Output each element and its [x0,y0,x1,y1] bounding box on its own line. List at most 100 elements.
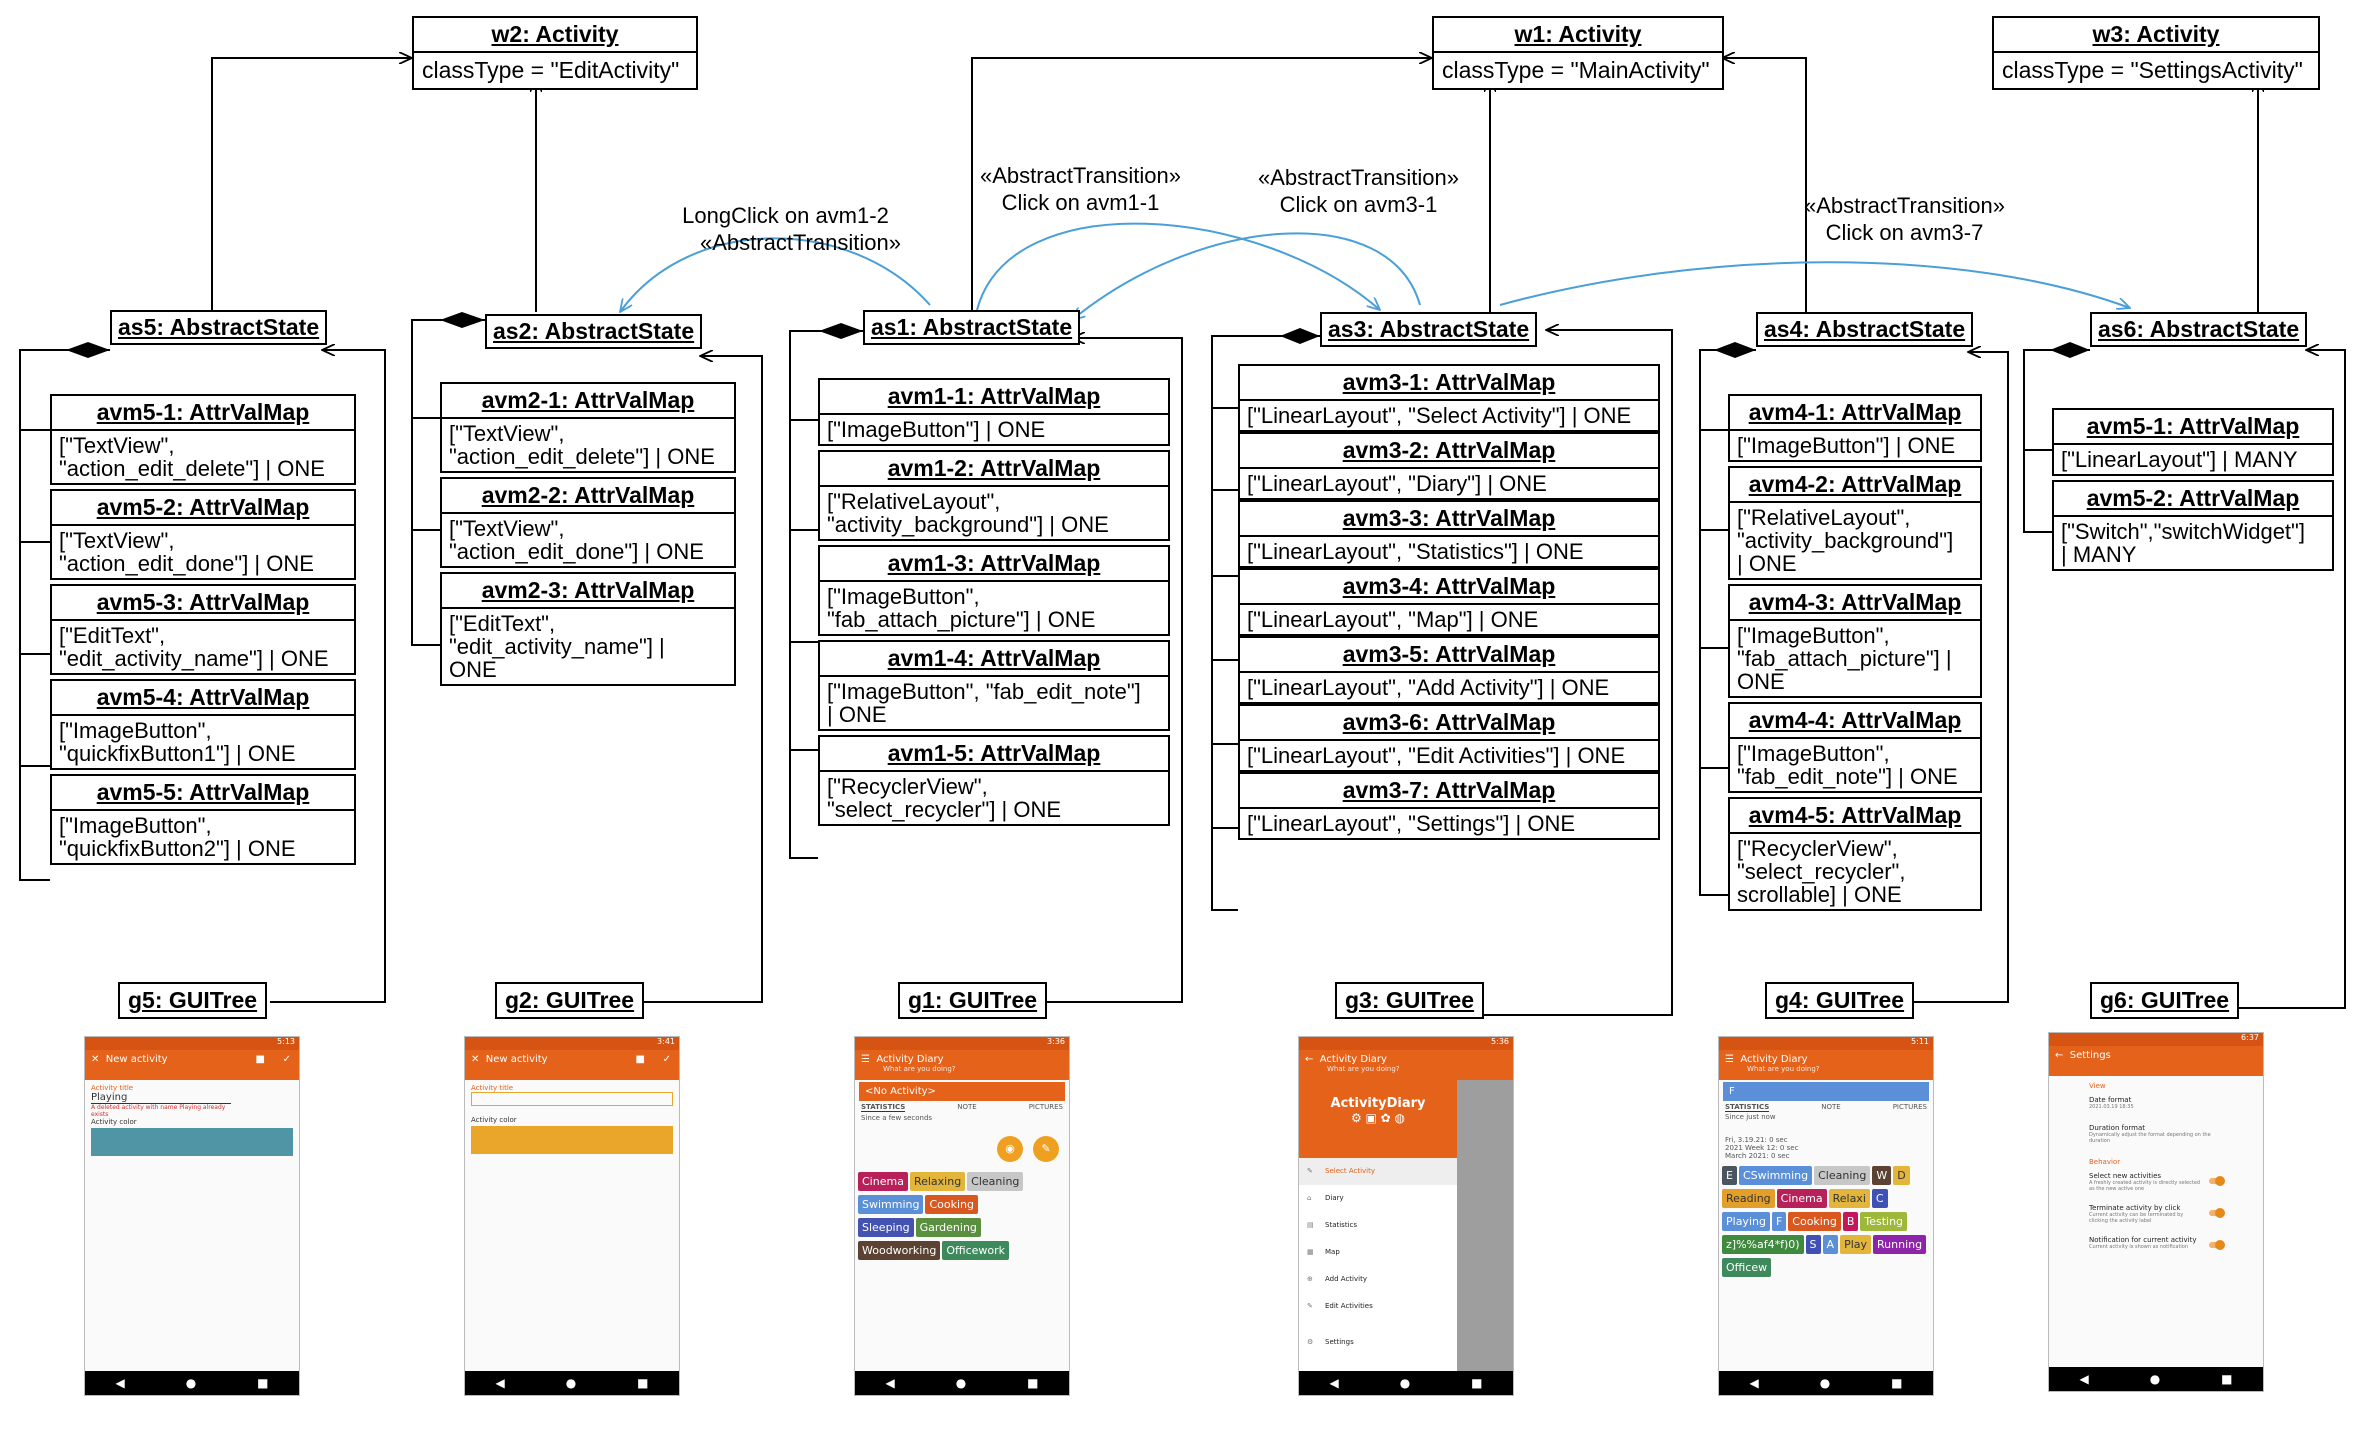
activity-tile[interactable]: Swimming [858,1195,924,1214]
drawer-item[interactable]: ▤Statistics [1299,1212,1457,1239]
activity-tile[interactable]: B [1842,1212,1859,1231]
activity-tile[interactable]: Running [1873,1235,1927,1254]
screenshot-g5: 5:13 ✕ New activity✓■ Activity title Pla… [84,1036,300,1396]
home-icon[interactable]: ● [2149,1372,2161,1386]
attrvalmap: avm5-2: AttrValMap["Switch","switchWidge… [2052,480,2334,571]
toggle-switch[interactable] [2209,1240,2225,1250]
current-activity[interactable]: <No Activity> [859,1082,1065,1101]
activity-tile[interactable]: Relaxi [1828,1189,1870,1208]
recents-icon[interactable]: ■ [1891,1376,1903,1390]
color-swatch[interactable] [91,1128,293,1156]
drawer-item[interactable]: ▦Map [1299,1239,1457,1266]
activity-tile[interactable]: Woodworking [858,1241,941,1260]
back-icon[interactable]: ◀ [1749,1376,1759,1390]
close-icon[interactable]: ✕ [471,1054,480,1065]
activity-tile[interactable]: Playing [1722,1212,1770,1231]
activity-tile[interactable]: D [1893,1166,1910,1185]
color-swatch[interactable] [471,1126,673,1154]
attrvalmap-name: avm2-1: AttrValMap [442,384,734,419]
activity-tile[interactable]: Reading [1722,1189,1775,1208]
delete-icon[interactable]: ■ [255,1054,265,1065]
drawer-item[interactable]: ✎Select Activity [1299,1158,1457,1185]
activity-tile[interactable]: Officew [1722,1258,1772,1277]
tab-note[interactable]: NOTE [957,1103,977,1111]
delete-icon[interactable]: ■ [635,1054,645,1065]
menu-icon[interactable]: ☰ [1725,1054,1734,1065]
drawer-item[interactable]: ⌂Diary [1299,1185,1457,1212]
attrvalmap-value: ["ImageButton"] | ONE [1737,433,1956,458]
drawer-item[interactable]: ⚙Settings [1299,1320,1457,1354]
current-activity[interactable]: F [1723,1082,1929,1101]
activity-tile[interactable]: Officework [942,1241,1010,1260]
activity-name-input[interactable]: Playing [91,1092,231,1104]
attrvalmap: avm3-3: AttrValMap["LinearLayout", "Stat… [1238,500,1660,568]
activity-tile[interactable]: S [1805,1235,1821,1254]
activity-tile[interactable]: CSwimming [1738,1166,1813,1185]
tab-statistics[interactable]: STATISTICS [1725,1103,1770,1112]
activity-tile[interactable]: Play [1840,1235,1872,1254]
close-icon[interactable]: ✕ [91,1054,100,1065]
activity-tile[interactable]: Testing [1860,1212,1908,1231]
check-icon[interactable]: ✓ [662,1054,671,1065]
drawer-item-label: Statistics [1325,1221,1357,1229]
activity-tile[interactable]: W [1872,1166,1892,1185]
activity-tile[interactable]: z]%%af4*f)0) [1722,1235,1804,1254]
back-arrow-icon[interactable]: ← [2055,1050,2064,1061]
tab-note[interactable]: NOTE [1821,1103,1841,1111]
activity-tile[interactable]: Cleaning [967,1172,1024,1191]
activity-tile[interactable]: Gardening [915,1218,981,1237]
activity-tile[interactable]: F [1771,1212,1787,1231]
recents-icon[interactable]: ■ [2221,1372,2233,1386]
toggle-switch[interactable] [2209,1208,2225,1218]
attrvalmap: avm2-1: AttrValMap["TextView", "action_e… [440,382,736,473]
recents-icon[interactable]: ■ [1027,1376,1039,1390]
home-icon[interactable]: ● [1399,1376,1411,1390]
attrvalmap-name: avm4-2: AttrValMap [1730,468,1980,503]
setting-title: Date format [2089,1096,2132,1104]
home-icon[interactable]: ● [1819,1376,1831,1390]
activity-tile[interactable]: Cinema [858,1172,908,1191]
activity-tile[interactable]: E [1722,1166,1737,1185]
toggle-switch[interactable] [2209,1176,2225,1186]
recents-icon[interactable]: ■ [637,1376,649,1390]
check-icon[interactable]: ✓ [282,1054,291,1065]
camera-icon[interactable]: ◉ [997,1136,1023,1162]
activity-tile[interactable]: Cooking [1788,1212,1841,1231]
home-icon[interactable]: ● [565,1376,577,1390]
back-icon[interactable]: ◀ [495,1376,505,1390]
recents-icon[interactable]: ■ [257,1376,269,1390]
home-icon[interactable]: ● [955,1376,967,1390]
drawer-item[interactable]: ⊕Add Activity [1299,1266,1457,1293]
home-icon[interactable]: ● [185,1376,197,1390]
activity-tile[interactable]: Cleaning [1814,1166,1871,1185]
activity-tile[interactable]: Relaxing [909,1172,966,1191]
back-icon[interactable]: ◀ [115,1376,125,1390]
menu-icon[interactable]: ☰ [861,1054,870,1065]
back-arrow-icon[interactable]: ← [1305,1054,1314,1065]
activity-tile[interactable]: Sleeping [858,1218,914,1237]
status-bar: 5:11 [1719,1037,1933,1050]
back-icon[interactable]: ◀ [885,1376,895,1390]
activity-tile[interactable]: A [1822,1235,1839,1254]
tab-pictures[interactable]: PICTURES [1028,1103,1063,1111]
status-bar: 3:36 [855,1037,1069,1050]
attrvalmap-value: ["LinearLayout", "Settings"] | ONE [1247,811,1576,836]
tab-pictures[interactable]: PICTURES [1892,1103,1927,1111]
drawer-item[interactable]: ✎Edit Activities [1299,1293,1457,1320]
tab-statistics[interactable]: STATISTICS [861,1103,906,1112]
back-icon[interactable]: ◀ [1329,1376,1339,1390]
activity-tile[interactable]: Cooking [925,1195,979,1214]
activity-name-input[interactable] [471,1092,673,1106]
recents-icon[interactable]: ■ [1471,1376,1483,1390]
back-icon[interactable]: ◀ [2079,1372,2089,1386]
pencil-icon[interactable]: ✎ [1033,1136,1059,1162]
activity-tile[interactable]: C [1871,1189,1888,1208]
attrvalmap-name: avm5-2: AttrValMap [2054,482,2332,517]
app-bar-title: Activity Diary [876,1054,944,1065]
activity-tile[interactable]: Cinema [1776,1189,1827,1208]
